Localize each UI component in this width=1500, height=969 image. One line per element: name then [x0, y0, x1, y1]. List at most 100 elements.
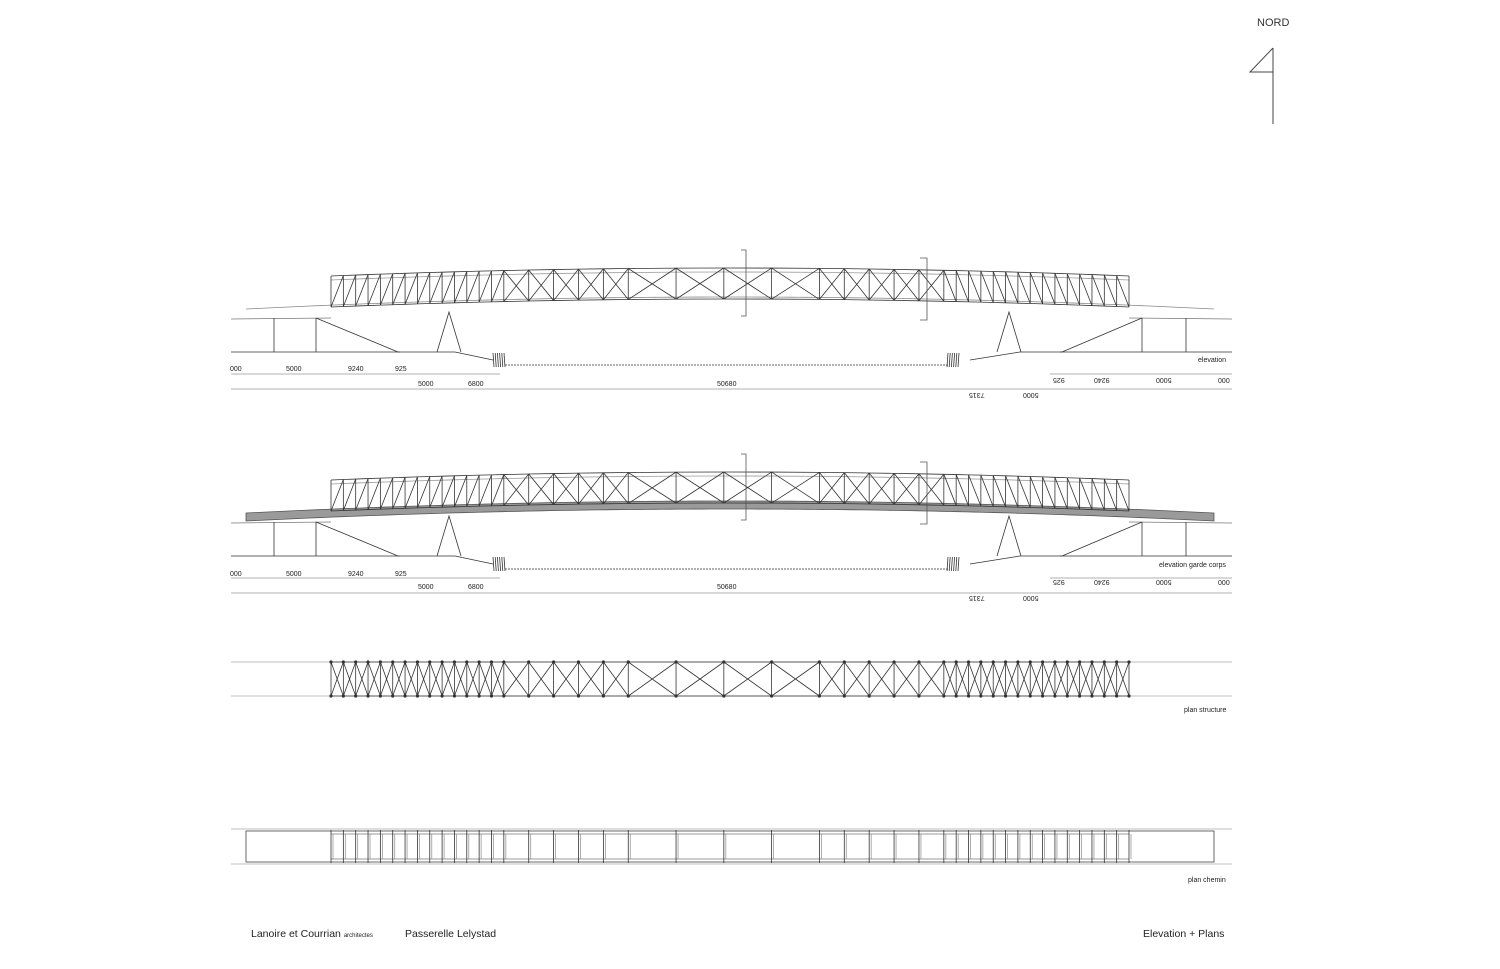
dimension-label: 7315	[969, 594, 985, 601]
dimension-label: 000	[230, 571, 242, 578]
truss-diagonal	[955, 270, 969, 303]
dimension-label: 5000	[418, 584, 434, 591]
truss-diagonal	[417, 272, 431, 305]
dimension-label: 5000	[1023, 594, 1039, 601]
reed-mark	[503, 352, 506, 368]
dimension-label: 9240	[348, 366, 364, 373]
truss-diagonal	[918, 474, 945, 506]
project-title: Passerelle Lelystad	[405, 928, 497, 940]
v-pier	[436, 514, 462, 557]
truss-diagonal	[968, 270, 982, 303]
truss-diagonal	[478, 270, 492, 303]
truss-diagonal	[528, 473, 554, 506]
dimension-label: 925	[1053, 376, 1065, 383]
office-name-text: Lanoire et Courrian	[251, 928, 341, 940]
truss-diagonal	[503, 269, 530, 302]
reed-mark	[955, 556, 958, 572]
truss-diagonal	[342, 274, 357, 307]
truss-diagonal	[491, 270, 505, 303]
reed-mark	[492, 352, 495, 368]
truss-diagonal	[330, 479, 344, 512]
plan-brace	[404, 661, 418, 697]
dimension-label: 925	[395, 571, 407, 578]
truss-diagonal	[1066, 477, 1080, 510]
plan-brace	[1091, 661, 1105, 697]
truss-diagonal	[868, 269, 895, 301]
strut	[1061, 521, 1143, 557]
truss-diagonal	[1005, 475, 1019, 508]
plan-node	[1127, 660, 1131, 664]
truss-diagonal	[553, 268, 579, 301]
view-label-plan-chemin: plan chemin	[1188, 877, 1226, 884]
plan-brace	[478, 661, 492, 697]
reed-mark	[492, 556, 495, 572]
plan-brace	[868, 661, 895, 697]
truss-diagonal	[367, 477, 381, 510]
v-pier	[996, 514, 1022, 557]
dimension-label: 9240	[348, 571, 364, 578]
plan-brace	[771, 661, 820, 697]
plan-brace	[578, 661, 604, 697]
truss-diagonal	[578, 472, 604, 505]
plan-brace	[1042, 661, 1056, 697]
plan-brace	[553, 661, 579, 697]
reed-mark	[948, 556, 951, 572]
truss-diagonal	[380, 273, 394, 306]
reed-mark	[946, 352, 949, 368]
truss-diagonal	[771, 268, 820, 300]
top-chord-inner	[330, 475, 1130, 485]
truss-diagonal	[367, 273, 381, 306]
truss-diagonal	[1103, 478, 1118, 511]
truss-diagonal	[771, 472, 820, 504]
plan-brace	[441, 661, 455, 697]
plan-brace	[392, 661, 406, 697]
deck-band	[245, 500, 1215, 522]
plan-brace	[380, 661, 394, 697]
embankment-line	[1128, 521, 1233, 524]
view-label-elevation-garde-corps: elevation garde corps	[1159, 562, 1226, 569]
dimension-label: 5000	[1023, 391, 1039, 398]
dimension-label: 9240	[1094, 376, 1110, 383]
truss-diagonal	[454, 271, 468, 303]
bank-slope	[398, 351, 494, 361]
elevation-drawing	[230, 249, 1233, 390]
view-label-plan-structure: plan structure	[1184, 707, 1227, 714]
dimension-label: 5000	[1156, 578, 1172, 585]
truss-diagonal	[819, 472, 845, 504]
dimension-label: 000	[230, 366, 242, 373]
v-pier	[436, 310, 462, 353]
truss-diagonal	[918, 270, 945, 302]
dimension-label: 5000	[418, 381, 434, 388]
truss-diagonal	[404, 272, 418, 305]
reed-mark	[951, 556, 953, 572]
plan-brace	[330, 661, 344, 697]
plan-brace	[843, 661, 870, 697]
truss-diagonal	[578, 268, 604, 301]
plan-brace	[1005, 661, 1019, 697]
truss-diagonal	[392, 477, 406, 509]
reed-mark	[497, 556, 499, 572]
top-chord-inner	[330, 271, 1130, 281]
truss-diagonal	[429, 476, 443, 508]
truss-diagonal	[528, 269, 554, 302]
truss-diagonal	[441, 271, 455, 304]
reed-mark	[953, 556, 955, 572]
dimension-label: 7315	[969, 391, 985, 398]
dimension-label: 6800	[468, 381, 484, 388]
truss-diagonal	[380, 477, 394, 510]
truss-diagonal	[968, 474, 982, 507]
truss-diagonal	[723, 267, 772, 300]
truss-diagonal	[843, 268, 870, 300]
plan-brace	[968, 661, 982, 697]
reed-mark	[955, 352, 958, 368]
strut	[315, 317, 399, 353]
truss-diagonal	[355, 274, 369, 307]
truss-diagonal	[843, 472, 870, 504]
plan-chemin-drawing	[231, 828, 1232, 865]
truss-diagonal	[955, 474, 969, 507]
truss-diagonal	[466, 271, 480, 303]
plan-brace	[1066, 661, 1080, 697]
truss-diagonal	[1103, 274, 1118, 307]
plan-brace	[466, 661, 480, 697]
plan-brace	[1079, 661, 1093, 697]
